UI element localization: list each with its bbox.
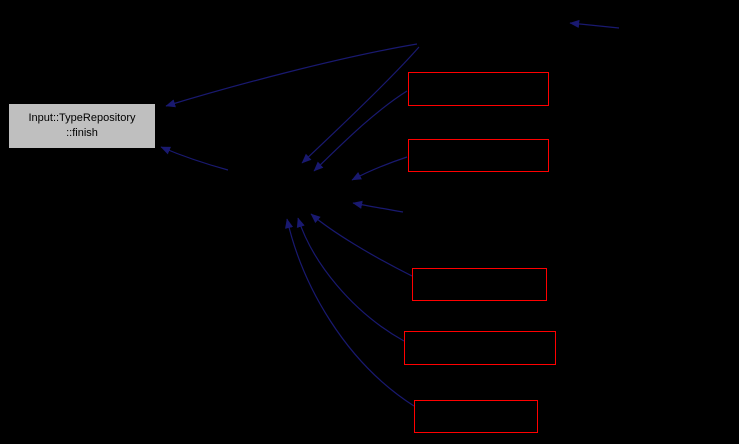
caller-node-5[interactable] bbox=[414, 400, 538, 433]
caller-node-4[interactable] bbox=[404, 331, 556, 365]
edge-central-to-finish bbox=[160, 146, 229, 171]
caller-node-1[interactable] bbox=[408, 72, 549, 106]
focus-node-typerepository-finish: Input::TypeRepository ::finish bbox=[8, 103, 156, 149]
focus-node-label-line2: ::finish bbox=[66, 127, 98, 139]
focus-node-label-line1: Input::TypeRepository bbox=[28, 112, 136, 125]
edge-top-node-to-central bbox=[301, 46, 420, 164]
edge-caller2-to-central bbox=[351, 156, 408, 181]
edge-right-to-central bbox=[352, 200, 404, 213]
edge-caller4-to-central bbox=[296, 217, 405, 342]
edge-caller3-to-central bbox=[310, 213, 413, 277]
edge-caller1-to-central bbox=[313, 90, 408, 172]
edge-offscreen-to-top-node bbox=[569, 19, 620, 29]
edge-caller5-to-central bbox=[285, 218, 415, 407]
caller-node-3[interactable] bbox=[412, 268, 547, 301]
edge-top-node-to-finish bbox=[165, 43, 418, 108]
caller-node-2[interactable] bbox=[408, 139, 549, 172]
